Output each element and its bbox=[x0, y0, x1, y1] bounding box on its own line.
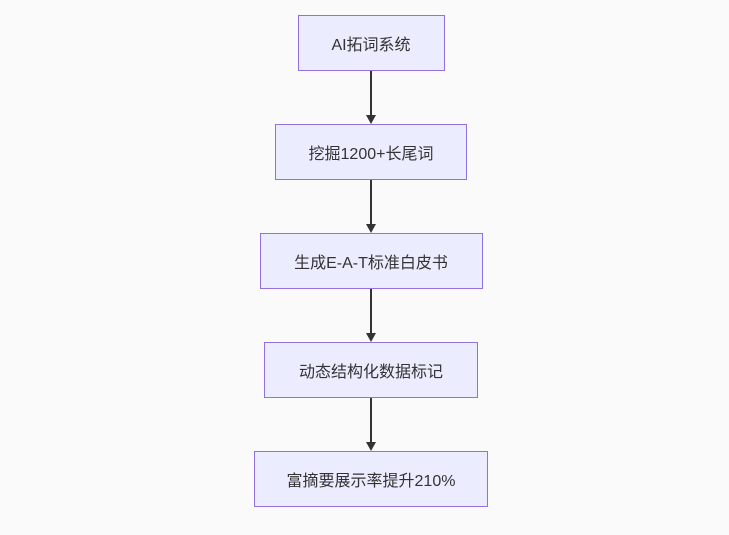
flow-node: 生成E-A-T标准白皮书 bbox=[259, 233, 483, 289]
arrow-shaft bbox=[370, 398, 372, 442]
flow-arrow-down bbox=[366, 289, 376, 342]
flow-arrow-down bbox=[366, 71, 376, 124]
arrow-shaft bbox=[370, 289, 372, 333]
arrow-head-icon bbox=[366, 115, 376, 124]
arrow-head-icon bbox=[366, 333, 376, 342]
arrow-head-icon bbox=[366, 224, 376, 233]
flow-arrow-down bbox=[366, 180, 376, 233]
arrow-shaft bbox=[370, 71, 372, 115]
flow-node: 富摘要展示率提升210% bbox=[254, 451, 488, 507]
flowchart: AI拓词系统 挖掘1200+长尾词 生成E-A-T标准白皮书 动态结构化数据标记… bbox=[254, 15, 488, 507]
flow-arrow-down bbox=[366, 398, 376, 451]
arrow-head-icon bbox=[366, 442, 376, 451]
arrow-shaft bbox=[370, 180, 372, 224]
flow-node: AI拓词系统 bbox=[297, 15, 445, 71]
flow-node: 挖掘1200+长尾词 bbox=[275, 124, 467, 180]
flow-node: 动态结构化数据标记 bbox=[264, 342, 478, 398]
